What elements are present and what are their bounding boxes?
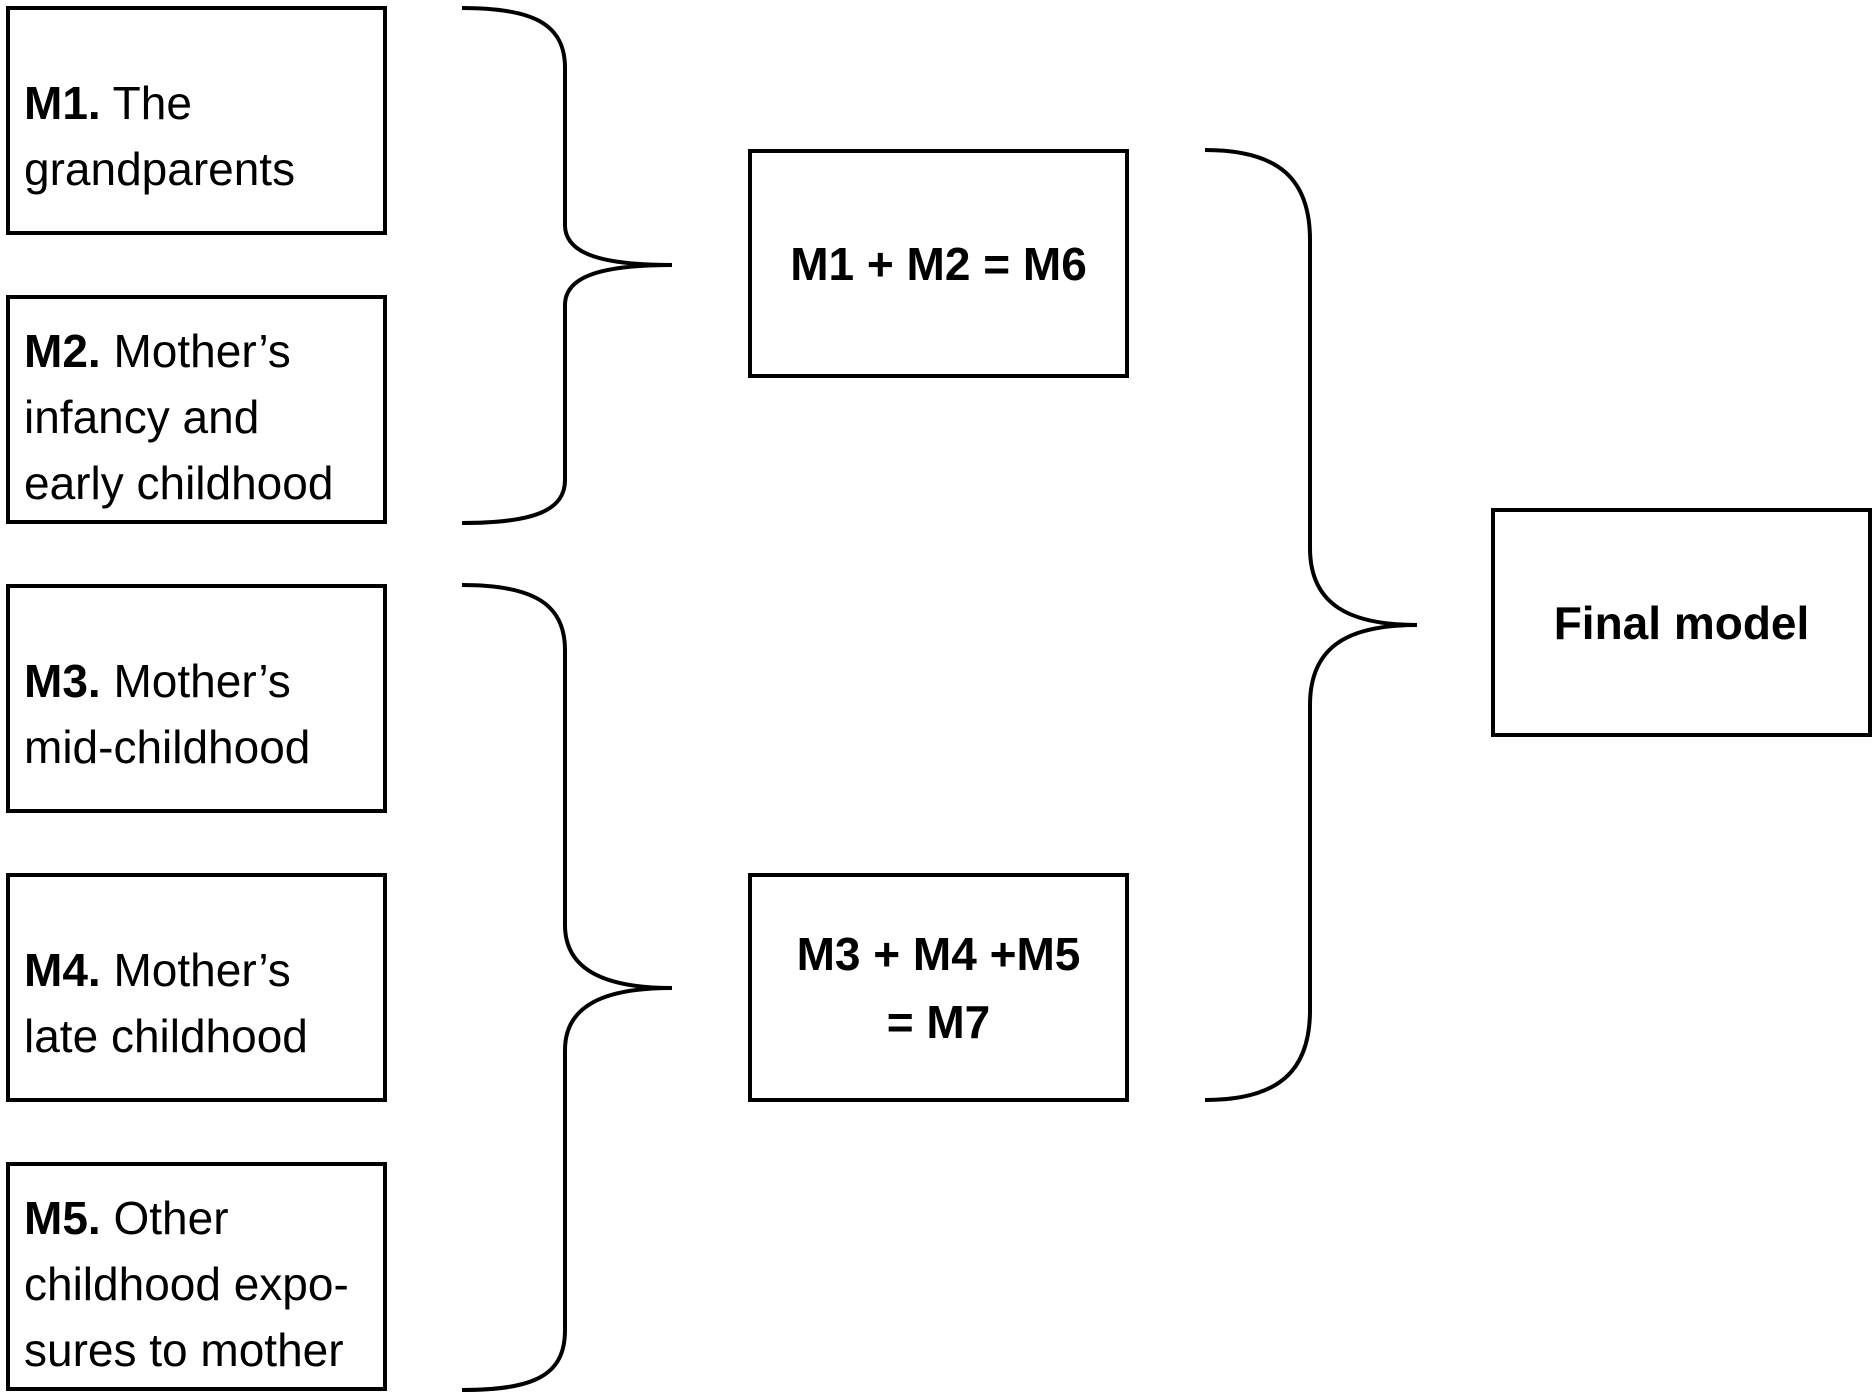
- stage-box-m3: M3. Mother’s mid-childhood: [6, 584, 387, 813]
- stage-label-m5: M5.: [24, 1192, 101, 1244]
- stage-text-m5: Other childhood expo- sures to mother: [24, 1192, 349, 1376]
- stage-label-m4: M4.: [24, 944, 101, 996]
- final-model-label: Final model: [1553, 596, 1810, 649]
- stage-label-m2: M2.: [24, 325, 101, 377]
- stage-box-m2: M2. Mother’s infancy and early childhood: [6, 295, 387, 524]
- stage-text-m2: Mother’s infancy and early childhood: [24, 325, 334, 509]
- stage-label-m3: M3.: [24, 655, 101, 707]
- stage-box-m5: M5. Other childhood expo- sures to mothe…: [6, 1162, 387, 1391]
- combined-text-m7: M3 + M4 +M5 = M7: [796, 927, 1081, 1048]
- stage-text-m1: The grandparents: [24, 77, 296, 195]
- brace-m3-m5: [461, 583, 673, 1392]
- stage-box-m4: M4. Mother’s late childhood: [6, 873, 387, 1102]
- stage-box-m1: M1. The grandparents: [6, 6, 387, 235]
- stage-label-m1: M1.: [24, 77, 101, 129]
- brace-m1-m2: [461, 6, 673, 525]
- stage-text-m3: Mother’s mid-childhood: [24, 655, 311, 773]
- combined-text-m6: M1 + M2 = M6: [790, 237, 1087, 290]
- stage-text-m4: Mother’s late childhood: [24, 944, 308, 1062]
- combined-box-m6: M1 + M2 = M6: [748, 149, 1129, 378]
- brace-m6-m7: [1204, 148, 1418, 1102]
- combined-box-m7: M3 + M4 +M5 = M7: [748, 873, 1129, 1102]
- final-model-box: Final model: [1491, 508, 1872, 737]
